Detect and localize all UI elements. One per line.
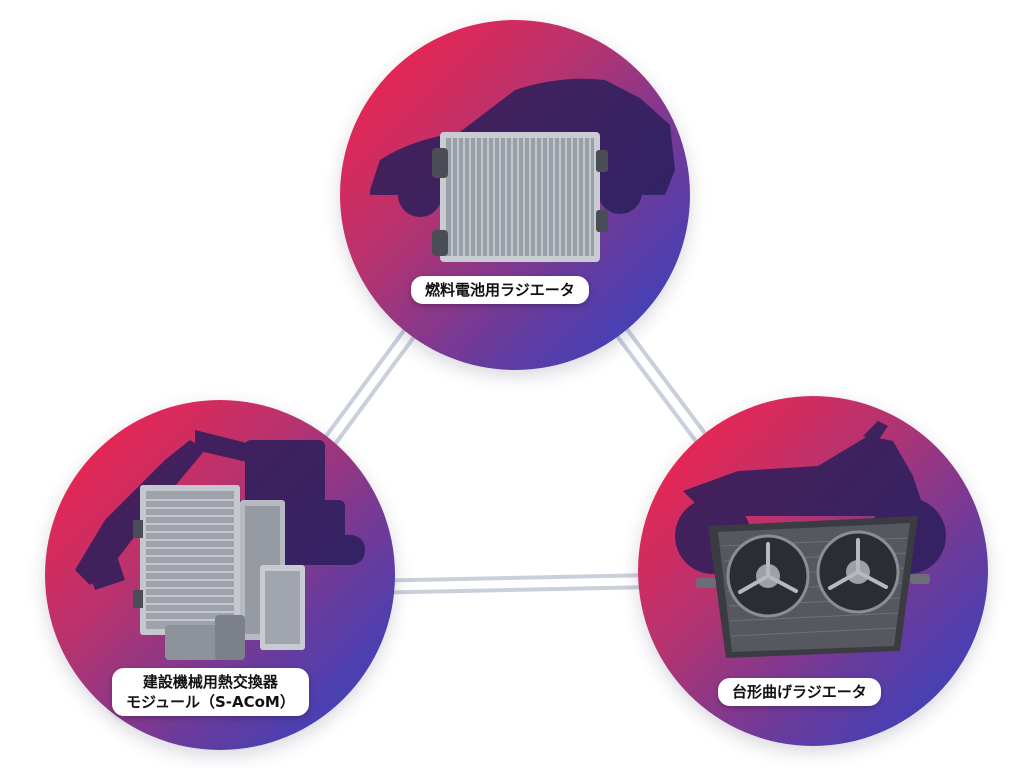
label-curved-radiator: 台形曲げラジエータ [718,678,881,706]
label-fuel-cell-radiator: 燃料電池用ラジエータ [411,276,589,304]
label-curved-radiator-line-1: 台形曲げラジエータ [732,683,867,701]
label-construction-module: 建設機械用熱交換器 モジュール（S-ACoM） [112,668,309,716]
node-construction-art [75,430,365,660]
label-construction-line-1: 建設機械用熱交換器 [142,673,278,691]
curved-radiator-product [696,516,930,658]
label-fuel-cell-line-1: 燃料電池用ラジエータ [425,281,575,299]
radiator-product [432,132,608,262]
excavator-icon [75,430,365,590]
heat-exchanger-product [133,485,305,660]
node-fuel-cell-art [370,78,675,262]
node-fuel-cell-radiator [340,20,690,370]
node-motorcycle-art [675,421,946,658]
label-construction-line-2: モジュール（S-ACoM） [126,693,295,711]
